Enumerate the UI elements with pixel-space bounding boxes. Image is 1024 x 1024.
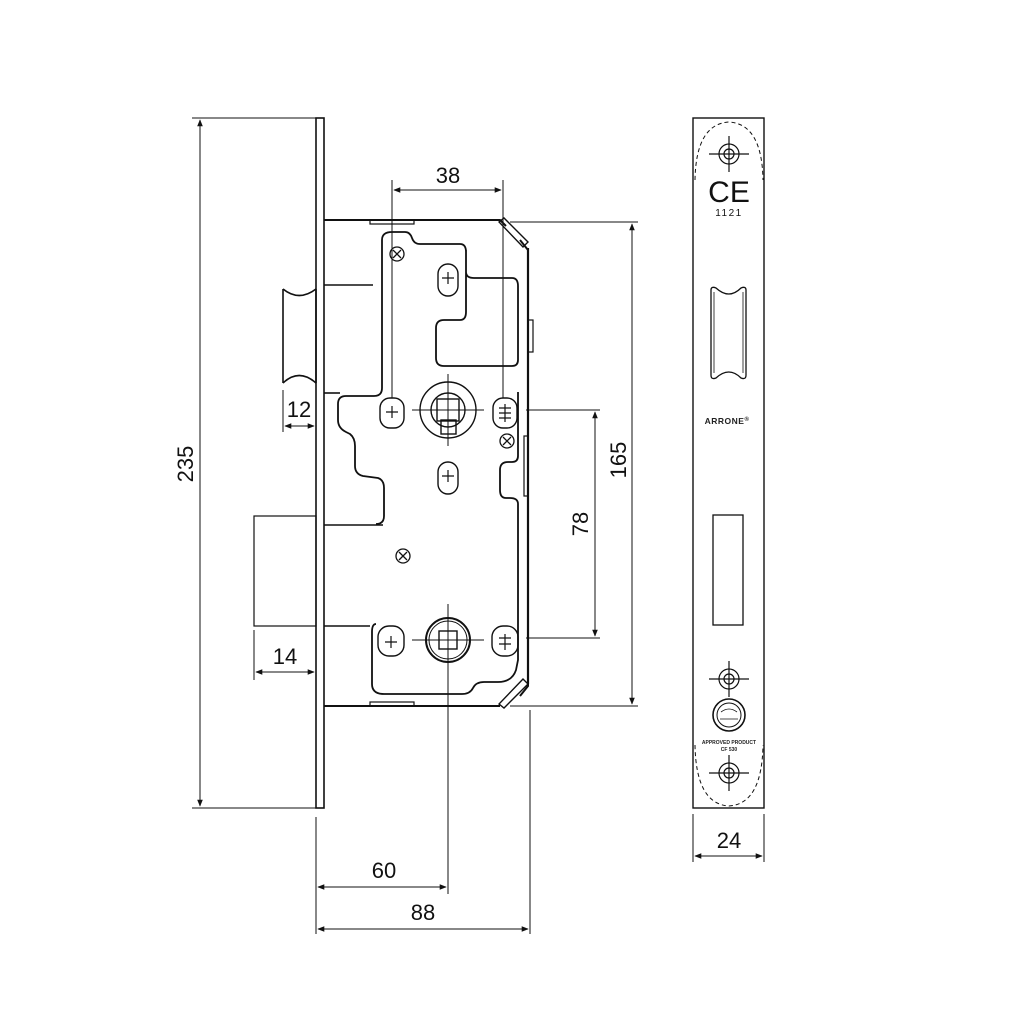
screw-top <box>389 246 405 262</box>
notified-body-number: 1121 <box>715 208 743 219</box>
dim-38: 38 <box>436 163 460 188</box>
latch-bolt <box>282 288 317 384</box>
faceplate-front <box>692 117 765 809</box>
side-view <box>192 117 638 934</box>
screw-right <box>499 433 515 449</box>
slot-right-lower <box>491 625 519 657</box>
certification-seal <box>712 698 746 732</box>
dim-235: 235 <box>173 446 198 483</box>
slot-mid <box>437 461 459 495</box>
deadbolt-opening <box>712 514 744 626</box>
ce-mark: CE <box>708 176 750 209</box>
fixing-hole-lower-1 <box>709 661 749 697</box>
case-side-tab-1 <box>527 319 534 353</box>
dim-78: 78 <box>568 512 593 536</box>
case-tab-bottom <box>369 701 415 707</box>
certification-line-1: APPROVED PRODUCT <box>702 740 756 746</box>
fixing-hole-lower-2 <box>709 755 749 791</box>
brand-logo: ARRONE® <box>705 416 750 426</box>
dim-88: 88 <box>411 900 435 925</box>
mechanism-plate <box>381 231 519 367</box>
front-view <box>692 117 765 862</box>
faceplate-side <box>315 117 325 809</box>
deadbolt <box>253 515 317 627</box>
case-side-tab-2 <box>523 435 529 497</box>
fixing-hole-top <box>709 136 749 172</box>
cylinder-hole <box>412 604 484 676</box>
dim-24: 24 <box>717 828 741 853</box>
slot-top <box>437 263 459 297</box>
corner-bracket-bottom <box>497 677 529 709</box>
latch-opening <box>710 286 747 380</box>
dim-165: 165 <box>606 442 631 479</box>
dim-60: 60 <box>372 858 396 883</box>
corner-bracket-top <box>497 217 529 249</box>
dim-14: 14 <box>273 644 297 669</box>
slot-right-upper <box>492 397 518 429</box>
certification-line-2: CF 530 <box>721 747 738 753</box>
slot-left-lower <box>377 625 405 657</box>
lever-follower <box>412 374 484 446</box>
screw-middle <box>395 548 411 564</box>
dim-12: 12 <box>287 397 311 422</box>
